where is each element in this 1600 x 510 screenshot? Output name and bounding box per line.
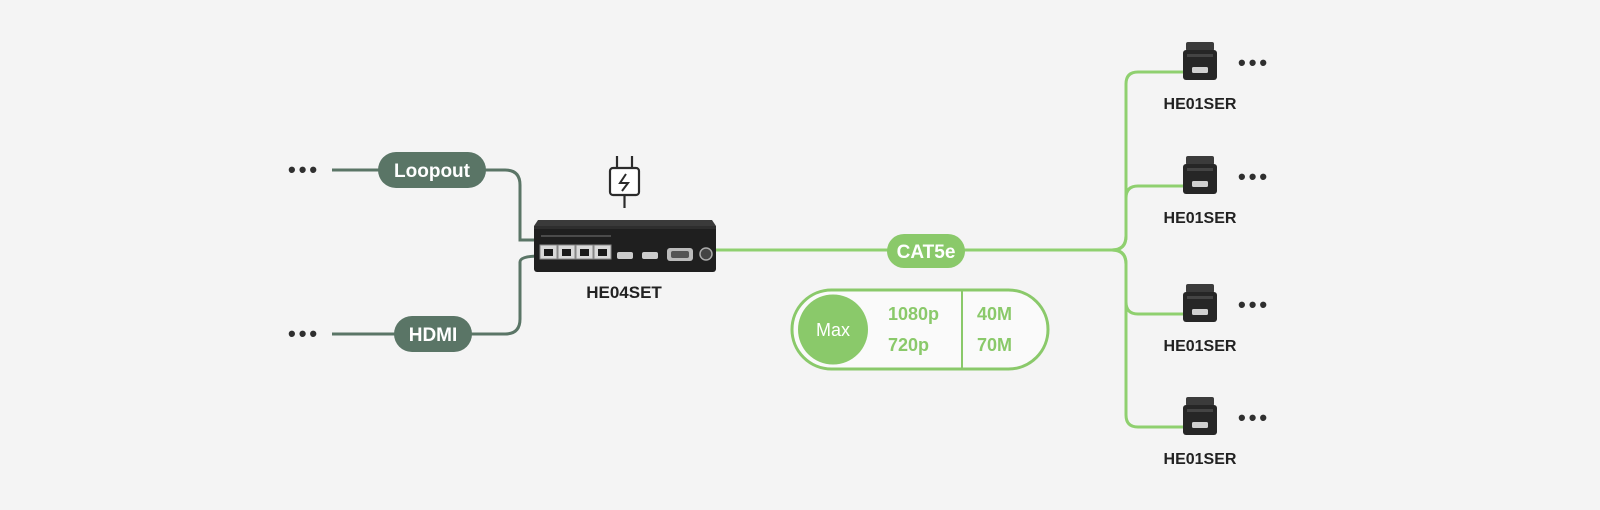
more-receivers-dots: ••• xyxy=(1238,292,1270,317)
more-receivers-dots: ••• xyxy=(1238,405,1270,430)
hdmi-line xyxy=(332,254,541,336)
hdmi-label: HDMI xyxy=(409,325,458,346)
receiver-device xyxy=(1183,42,1217,80)
cat5e-pill: CAT5e xyxy=(887,234,965,268)
branch-2 xyxy=(1111,184,1186,252)
branch-4 xyxy=(1111,248,1186,429)
max-label: Max xyxy=(816,320,850,340)
receiver-4: HE01SER ••• xyxy=(1164,397,1270,468)
receiver-name: HE01SER xyxy=(1164,96,1237,113)
cat5e-label: CAT5e xyxy=(897,242,956,263)
resolution-720p: 720p xyxy=(888,335,929,355)
receiver-1: HE01SER ••• xyxy=(1164,42,1270,113)
receiver-name: HE01SER xyxy=(1164,210,1237,227)
receiver-2: HE01SER ••• xyxy=(1164,156,1270,227)
loopout-port xyxy=(642,252,658,259)
hdmi-in-port xyxy=(617,252,633,259)
receiver-3: HE01SER ••• xyxy=(1164,284,1270,355)
branch-3 xyxy=(1111,248,1186,316)
hdmi-pill: HDMI xyxy=(394,316,472,352)
loopout-pill: Loopout xyxy=(378,152,486,188)
power-plug-icon xyxy=(608,156,641,208)
receiver-device xyxy=(1183,397,1217,435)
power-jack xyxy=(699,247,713,261)
receiver-device xyxy=(1183,284,1217,322)
loopout-label: Loopout xyxy=(394,161,471,182)
receivers: HE01SER ••• HE01SER ••• HE01SER ••• HE01SER ••• xyxy=(1164,42,1270,468)
more-hdmi-dots: ••• xyxy=(288,321,320,346)
receiver-device xyxy=(1183,156,1217,194)
more-receivers-dots: ••• xyxy=(1238,164,1270,189)
more-receivers-dots: ••• xyxy=(1238,50,1270,75)
distance-70m: 70M xyxy=(977,335,1012,355)
distance-40m: 40M xyxy=(977,304,1012,324)
receiver-name: HE01SER xyxy=(1164,338,1237,355)
receiver-name: HE01SER xyxy=(1164,451,1237,468)
more-loopout-dots: ••• xyxy=(288,157,320,182)
resolution-1080p: 1080p xyxy=(888,304,939,324)
transmitter-name: HE04SET xyxy=(586,283,662,302)
spec-box: Max 1080p 720p 40M 70M xyxy=(790,288,1050,371)
input-lines xyxy=(332,168,541,336)
transmitter-device xyxy=(534,220,716,272)
loopout-line xyxy=(332,168,540,242)
